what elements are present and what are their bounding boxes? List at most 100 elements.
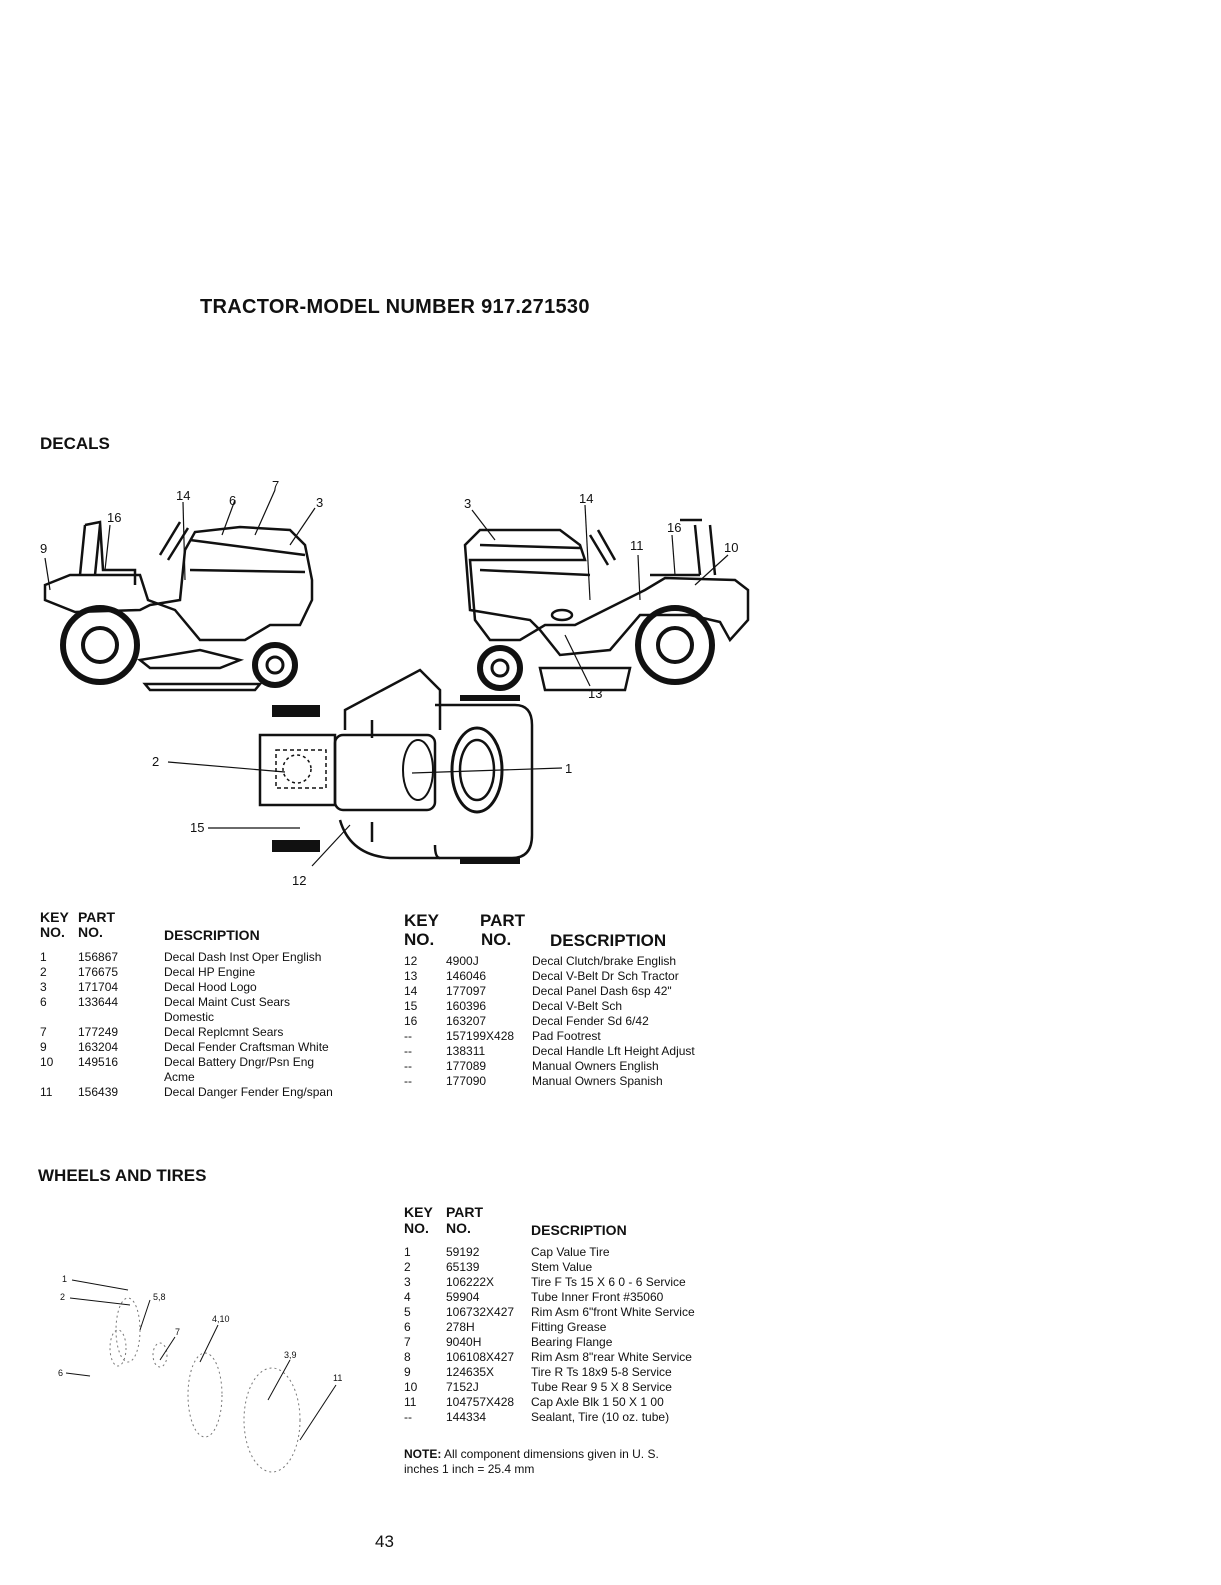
part-number: 59904 [446,1290,480,1304]
table-row: Acme [40,1070,380,1085]
description: Acme [164,1070,195,1084]
table-row: 6 133644 Decal Maint Cust Sears [40,995,380,1010]
callout-label: 6 [58,1368,63,1378]
table-row: Domestic [40,1010,380,1025]
key-number: 16 [404,1014,418,1028]
table-row: 6 278H Fitting Grease [404,1320,744,1335]
description: Bearing Flange [531,1335,613,1349]
wheels-exploded-diagram: 1 2 5,8 7 4,10 3,9 11 6 [58,1274,342,1473]
part-number: 133644 [78,995,119,1009]
table-row: 3 171704 Decal Hood Logo [40,980,380,995]
decals-diagram: 14 6 7 3 16 9 3 14 16 11 10 13 2 15 12 1 [40,478,750,888]
key-number: -- [404,1059,412,1073]
key-number: 7 [40,1025,47,1039]
key-number: 15 [404,999,418,1013]
description: Decal Panel Dash 6sp 42" [532,984,672,998]
part-number: 278H [446,1320,475,1334]
description: Decal Dash Inst Oper English [164,950,322,964]
key-number: 10 [40,1055,54,1069]
part-number: 9040H [446,1335,482,1349]
callout-label: 14 [176,488,190,503]
col-header-description: DESCRIPTION [531,1222,627,1238]
table-row: 16 163207 Decal Fender Sd 6/42 [404,1014,744,1029]
description: Cap Axle Blk 1 50 X 1 00 [531,1395,664,1409]
part-number: 106108X427 [446,1350,515,1364]
description: Decal Battery Dngr/Psn Eng [164,1055,315,1069]
description: Decal Fender Craftsman White [164,1040,329,1054]
description: Rim Asm 8"rear White Service [531,1350,692,1364]
callout-label: 16 [107,510,121,525]
callout-label: 6 [229,493,236,508]
callout-label: 3 [316,495,323,510]
callout-label: 11 [333,1373,342,1383]
callout-label: 1 [62,1274,67,1284]
description: Decal Clutch/brake English [532,954,677,968]
note-line-1: All component dimensions given in U. S. [444,1447,659,1461]
description: Decal Hood Logo [164,980,257,994]
key-number: 1 [404,1245,411,1259]
key-number: 3 [404,1275,411,1289]
part-number: 106222X [446,1275,495,1289]
key-number: 10 [404,1380,418,1394]
wheels-section-title: WHEELS AND TIRES [38,1166,207,1185]
description: Decal Replcmnt Sears [164,1025,284,1039]
description: Tire R Ts 18x9 5-8 Service [531,1365,672,1379]
description: Decal Maint Cust Sears [164,995,291,1009]
part-number: 4900J [446,954,479,968]
key-number: 3 [40,980,47,994]
key-number: 7 [404,1335,411,1349]
callout-label: 5,8 [153,1292,166,1302]
key-number: 6 [40,995,47,1009]
part-number: 7152J [446,1380,479,1394]
part-number: 177097 [446,984,487,998]
description: Manual Owners English [532,1059,659,1073]
table-row: 9 124635X Tire R Ts 18x9 5-8 Service [404,1365,744,1380]
callout-label: 3 [464,496,471,511]
callout-label: 13 [588,686,602,701]
part-number: 104757X428 [446,1395,515,1409]
part-number: 156439 [78,1085,119,1099]
note-label: NOTE: [404,1447,442,1461]
description: Decal Fender Sd 6/42 [532,1014,649,1028]
description: Pad Footrest [532,1029,601,1043]
callout-label: 11 [630,538,644,553]
col-header-key: KEY [404,1204,433,1220]
tractor-right-side-view [463,518,750,692]
description: Fitting Grease [531,1320,607,1334]
key-number: 9 [40,1040,47,1054]
callout-label: 15 [190,820,204,835]
key-number: 9 [404,1365,411,1379]
part-number: 157199X428 [446,1029,515,1043]
note: NOTE: All component dimensions given in … [404,1447,659,1477]
page-number: 43 [375,1532,394,1551]
col-header-key-no: NO. [40,924,65,940]
key-number: -- [404,1044,412,1058]
key-number: 6 [404,1320,411,1334]
col-header-part: PART [78,909,116,925]
key-number: -- [404,1029,412,1043]
part-number: 171704 [78,980,119,994]
part-number: 163207 [446,1014,487,1028]
table-row: -- 157199X428 Pad Footrest [404,1029,744,1044]
part-number: 156867 [78,950,119,964]
callout-label: 9 [40,541,47,556]
callout-label: 3,9 [284,1350,297,1360]
col-header-key-no: NO. [404,1220,429,1236]
part-number: 124635X [446,1365,495,1379]
